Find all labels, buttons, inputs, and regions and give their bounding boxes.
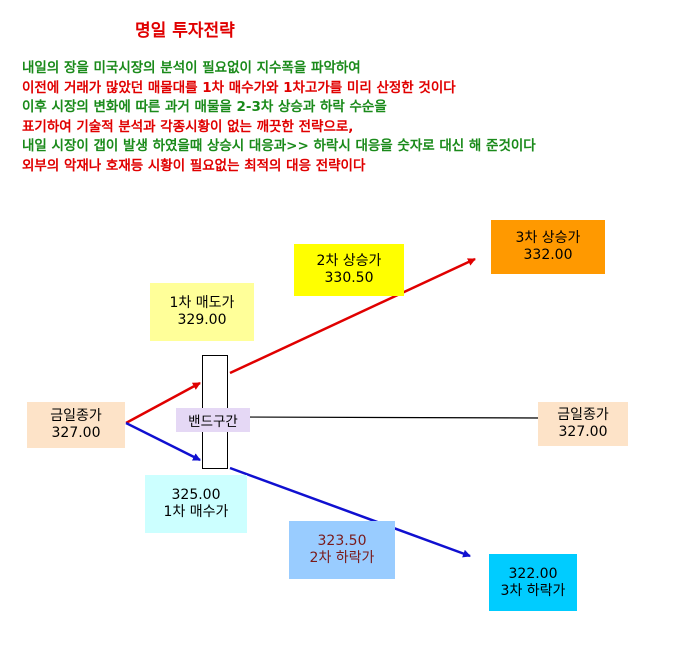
third-fall-box: 322.00 3차 하락가 xyxy=(489,554,577,611)
current-close-right-label: 금일종가 xyxy=(557,407,609,423)
first-sell-label: 1차 매도가 xyxy=(169,295,235,311)
up-arrow-short xyxy=(125,381,201,425)
second-fall-value: 323.50 xyxy=(317,533,367,549)
description-line: 이전에 거래가 많았던 매물대를 1차 매수가와 1차고가를 미리 산정한 것이… xyxy=(22,79,456,96)
description-line: 표기하여 기술적 분석과 각종시황이 없는 깨끗한 전략으로, xyxy=(22,118,354,135)
description-line: 내일 시장이 갭이 발생 하였을때 상승시 대응과>> 하락시 대응을 숫자로 … xyxy=(22,138,536,155)
current-close-right-box: 금일종가 327.00 xyxy=(538,402,628,446)
third-rise-label: 3차 상승가 xyxy=(515,230,581,246)
band-zone-label: 밴드구간 xyxy=(176,408,250,432)
current-close-label: 금일종가 xyxy=(50,408,102,424)
down-arrow-long xyxy=(229,466,471,558)
second-rise-box: 2차 상승가 330.50 xyxy=(294,244,404,296)
up-arrow-long xyxy=(229,257,476,375)
second-rise-label: 2차 상승가 xyxy=(316,253,382,269)
down-arrow-short xyxy=(125,421,201,462)
description-line: 내일의 장을 미국시장의 분석이 필요없이 지수폭을 파악하여 xyxy=(22,60,361,76)
first-buy-value: 325.00 xyxy=(171,487,221,503)
current-close-box: 금일종가 327.00 xyxy=(27,402,125,448)
third-rise-box: 3차 상승가 332.00 xyxy=(491,220,605,274)
second-fall-label: 2차 하락가 xyxy=(309,550,375,566)
description-line: 외부의 악재나 호재등 시황이 필요없는 최적의 대응 전략이다 xyxy=(22,157,366,174)
first-buy-label: 1차 매수가 xyxy=(163,504,229,520)
strategy-description: 내일의 장을 미국시장의 분석이 필요없이 지수폭을 파악하여 이전에 거래가 … xyxy=(22,59,536,177)
first-sell-box: 1차 매도가 329.00 xyxy=(150,283,254,341)
current-close-value: 327.00 xyxy=(51,425,101,441)
first-sell-value: 329.00 xyxy=(177,312,227,328)
first-buy-box: 325.00 1차 매수가 xyxy=(145,475,247,533)
page-title: 명일 투자전략 xyxy=(135,21,235,41)
third-rise-value: 332.00 xyxy=(523,247,573,263)
third-fall-value: 322.00 xyxy=(508,565,558,582)
third-fall-label: 3차 하락가 xyxy=(500,582,566,599)
second-fall-box: 323.50 2차 하락가 xyxy=(289,521,395,579)
flat-line xyxy=(227,416,541,419)
second-rise-value: 330.50 xyxy=(324,270,374,286)
description-line: 이후 시장의 변화에 따른 과거 매물을 2-3차 상승과 하락 수순을 xyxy=(22,99,387,116)
current-close-right-value: 327.00 xyxy=(558,424,608,440)
